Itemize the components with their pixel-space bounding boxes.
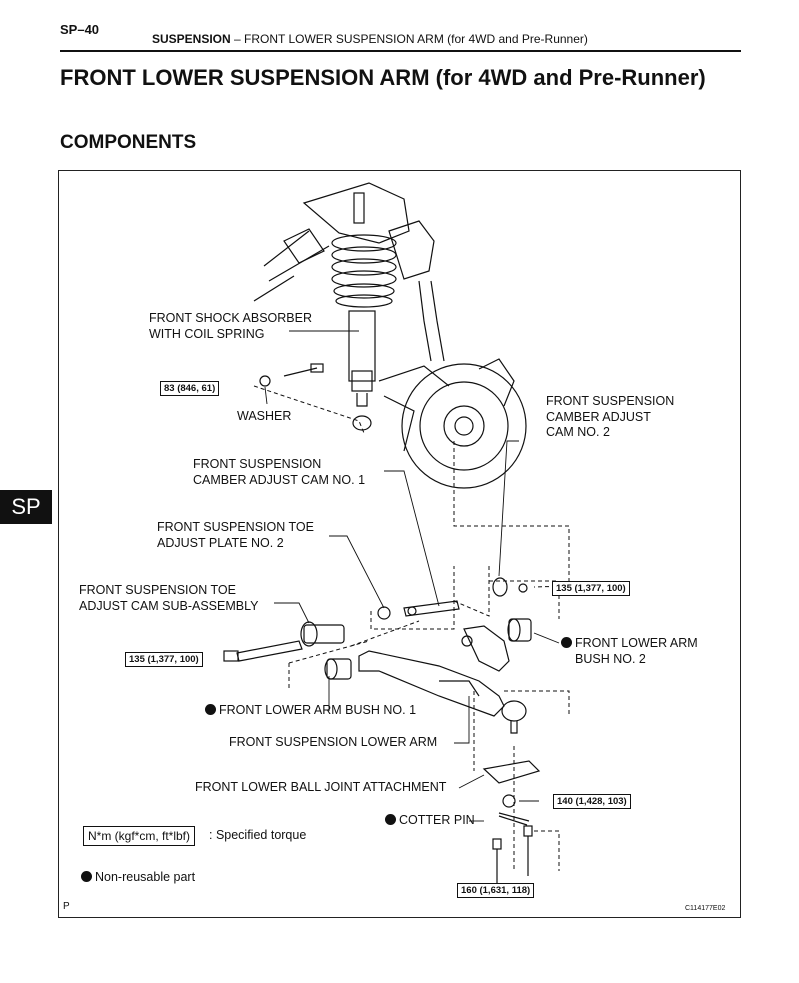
ball-joint-attachment-shape [482,760,541,784]
torque-160: 160 (1,631, 118) [457,883,535,898]
running-header-section: SUSPENSION [152,32,231,46]
non-reusable-dot-icon [205,704,216,715]
page-number: SP–40 [60,22,100,37]
exploded-diagram [223,182,570,886]
section-tab: SP [0,490,52,524]
non-reusable-dot-icon [81,871,92,882]
bush-no2-shape [508,618,532,642]
legend-torque-unit: N*m (kgf*cm, ft*lbf) [83,826,196,846]
non-reusable-dot-icon [385,814,396,825]
torque-140: 140 (1,428, 103) [553,794,631,809]
ball-joint-shape [501,700,527,722]
legend-torque-desc: : Specified torque [209,828,307,842]
label-ball-joint-attachment: FRONT LOWER BALL JOINT ATTACHMENT [195,780,447,794]
coil-spring-shape [331,234,397,308]
bush-no1-shape [326,658,352,680]
torque-135-cam: 135 (1,377, 100) [552,581,630,596]
shock-body-shape [348,310,376,382]
section-title: COMPONENTS [60,132,197,153]
page-title: FRONT LOWER SUSPENSION ARM (for 4WD and … [60,65,706,90]
non-reusable-dot-icon [561,637,572,648]
upper-arm-shape [388,220,435,280]
label-washer: WASHER [237,409,292,423]
figure-code: C114177E02 [685,905,726,912]
legend-non-reusable: Non-reusable part [81,870,195,886]
toe-bolt-shape [236,640,303,662]
torque-83: 83 (846, 61) [160,381,220,396]
label-lower-arm-bush-no1: FRONT LOWER ARM BUSH NO. 1 [205,703,416,719]
torque-135-toe-bolt: 135 (1,377, 100) [125,652,203,667]
brake-rotor-shape [401,363,527,489]
label-cotter-pin: COTTER PIN [385,813,475,829]
running-header-topic: FRONT LOWER SUSPENSION ARM (for 4WD and … [244,32,588,46]
running-header-separator: – [230,32,245,46]
figure-corner-mark: P [63,901,70,912]
upper-bracket-shape [302,182,410,244]
header-rule [60,50,741,52]
label-lower-arm: FRONT SUSPENSION LOWER ARM [229,735,438,749]
running-header: SUSPENSION – FRONT LOWER SUSPENSION ARM … [152,32,588,46]
